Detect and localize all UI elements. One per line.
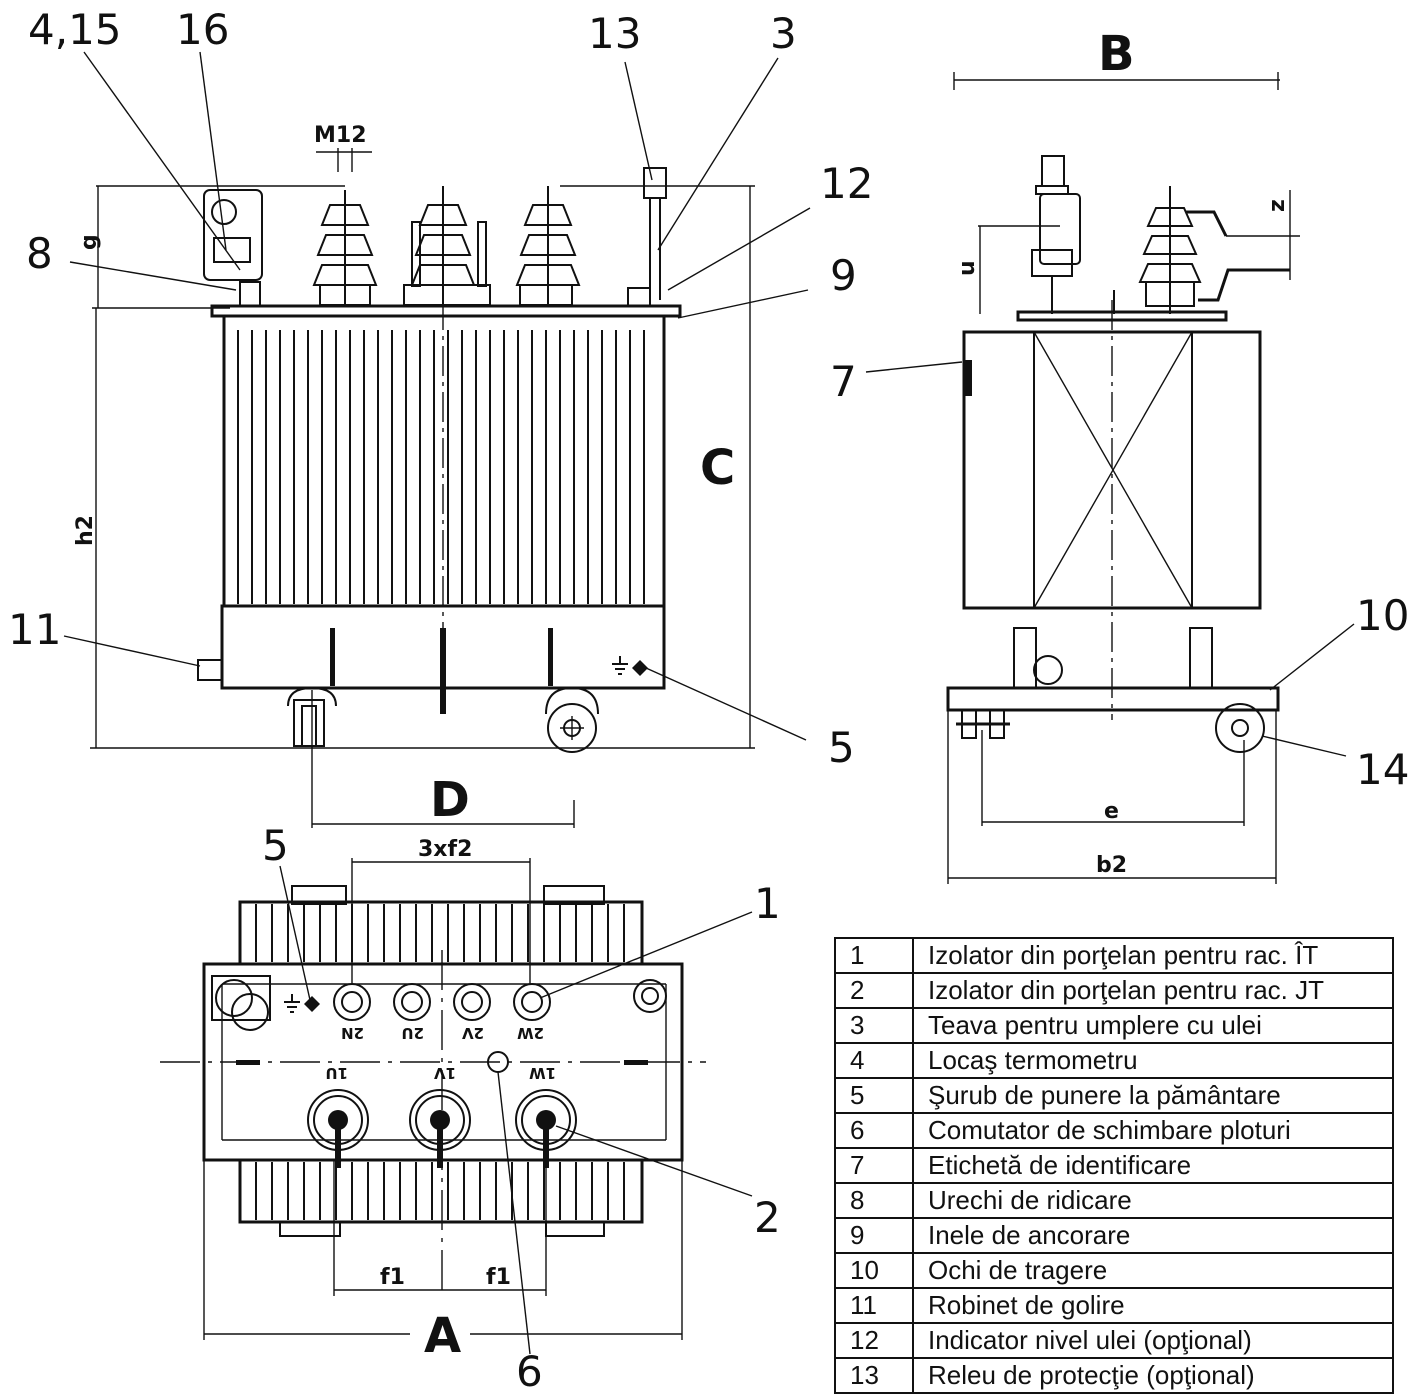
dim-z-label: z — [1265, 199, 1290, 212]
callout-7: 7 — [830, 357, 857, 406]
dim-f1-left: f1 — [380, 1265, 405, 1290]
legend-number: 6 — [834, 1112, 914, 1149]
callout-3: 3 — [770, 9, 797, 58]
legend-label: Izolator din porţelan pentru rac. JT — [912, 972, 1394, 1009]
legend-number: 8 — [834, 1182, 914, 1219]
legend-label: Comutator de schimbare ploturi — [912, 1112, 1394, 1149]
dim-b2-label: b2 — [1096, 853, 1127, 878]
callout-14: 14 — [1356, 745, 1409, 794]
legend-number: 9 — [834, 1217, 914, 1254]
callout-13: 13 — [588, 9, 641, 58]
hv-bushing-2 — [403, 186, 491, 306]
legend-label: Şurub de punere la pământare — [912, 1077, 1394, 1114]
callout-1: 1 — [754, 879, 781, 928]
legend-label: Releu de protecţie (opţional) — [912, 1357, 1394, 1394]
callout-6: 6 — [516, 1347, 543, 1391]
legend-number: 5 — [834, 1077, 914, 1114]
legend-number: 2 — [834, 972, 914, 1009]
legend-number: 10 — [834, 1252, 914, 1289]
top-view: 2N 2U 2V 2W 1U 1V 1W — [160, 837, 753, 1364]
top-fins-upper — [255, 904, 625, 962]
terminal-1U: 1U — [325, 1064, 348, 1082]
callout-16: 16 — [176, 5, 229, 54]
callout-8: 8 — [26, 229, 53, 278]
front-wheel-right — [545, 686, 599, 753]
legend-number: 12 — [834, 1322, 914, 1359]
front-view: g h2 C — [63, 51, 811, 828]
thermometer-relay — [203, 189, 263, 307]
legend-label: Indicator nivel ulei (opţional) — [912, 1322, 1394, 1359]
hv-bushing-3 — [515, 186, 581, 306]
callout-10: 10 — [1356, 591, 1409, 640]
legend-label: Locaş termometru — [912, 1042, 1394, 1079]
callout-2: 2 — [754, 1193, 781, 1242]
callout-4-15: 4,15 — [28, 5, 122, 54]
terminal-2U: 2U — [401, 1024, 424, 1042]
radiator-fins — [237, 330, 645, 604]
dim-3xf2-label: 3xf2 — [418, 837, 472, 862]
terminal-1V: 1V — [434, 1064, 456, 1082]
callout-9: 9 — [830, 251, 857, 300]
legend-label: Inele de ancorare — [912, 1217, 1394, 1254]
legend-label: Urechi de ridicare — [912, 1182, 1394, 1219]
front-wheel-left — [287, 686, 337, 747]
callout-11: 11 — [8, 605, 61, 654]
legend-label: Izolator din porţelan pentru rac. ÎT — [912, 937, 1394, 974]
legend-label: Etichetă de identificare — [912, 1147, 1394, 1184]
callout-5-front: 5 — [828, 723, 855, 772]
dim-C-label: C — [700, 440, 735, 496]
legend-number: 4 — [834, 1042, 914, 1079]
legend-number: 13 — [834, 1357, 914, 1394]
callout-12: 12 — [820, 159, 873, 208]
terminal-2W: 2W — [517, 1024, 544, 1042]
terminal-2N: 2N — [341, 1024, 364, 1042]
earth-symbol-icon — [612, 656, 648, 676]
dim-f1-right: f1 — [486, 1265, 511, 1290]
terminal-1W: 1W — [529, 1064, 556, 1082]
dim-B-label: B — [1098, 26, 1135, 82]
legend-number: 11 — [834, 1287, 914, 1324]
legend-label: Robinet de golire — [912, 1287, 1394, 1324]
side-view: B u z — [865, 26, 1355, 884]
terminal-2V: 2V — [462, 1024, 484, 1042]
legend-number: 7 — [834, 1147, 914, 1184]
dim-e-label: e — [1104, 799, 1119, 824]
dim-M12-label: M12 — [314, 123, 367, 148]
legend-number: 3 — [834, 1007, 914, 1044]
dim-g-label: g — [77, 234, 102, 250]
top-earth-symbol-icon — [284, 994, 320, 1013]
legend-label: Teava pentru umplere cu ulei — [912, 1007, 1394, 1044]
dim-D-label: D — [430, 772, 470, 828]
callout-5-top: 5 — [262, 821, 289, 870]
legend-number: 1 — [834, 937, 914, 974]
hv-bushing-1 — [312, 190, 378, 306]
dim-u-label: u — [955, 260, 980, 276]
top-fins-lower — [255, 1162, 625, 1220]
dim-A-label: A — [424, 1308, 461, 1364]
dim-h2-label: h2 — [73, 515, 98, 546]
legend-label: Ochi de tragere — [912, 1252, 1394, 1289]
